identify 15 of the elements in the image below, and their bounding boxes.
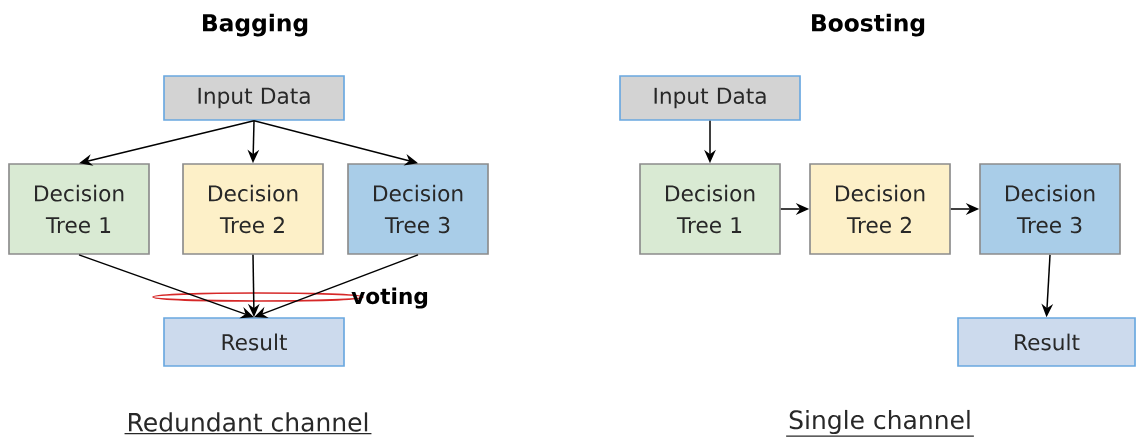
tree-box: Decision Tree 1 xyxy=(639,163,781,255)
tree-box: Decision Tree 3 xyxy=(979,163,1121,255)
tree-box: Decision Tree 3 xyxy=(347,163,489,255)
result-box: Result xyxy=(163,317,345,367)
tree-box: Decision Tree 2 xyxy=(809,163,951,255)
heading: Boosting xyxy=(812,13,925,37)
tree-box: Decision Tree 2 xyxy=(182,163,324,255)
voting-label: voting xyxy=(351,287,428,309)
caption: Single channel xyxy=(785,409,975,437)
heading: Bagging xyxy=(203,13,308,37)
input-box: Input Data xyxy=(163,75,345,121)
input-box: Input Data xyxy=(619,75,801,121)
result-box: Result xyxy=(957,317,1136,367)
caption: Redundant channel xyxy=(123,412,373,435)
tree-box: Decision Tree 1 xyxy=(8,163,150,255)
